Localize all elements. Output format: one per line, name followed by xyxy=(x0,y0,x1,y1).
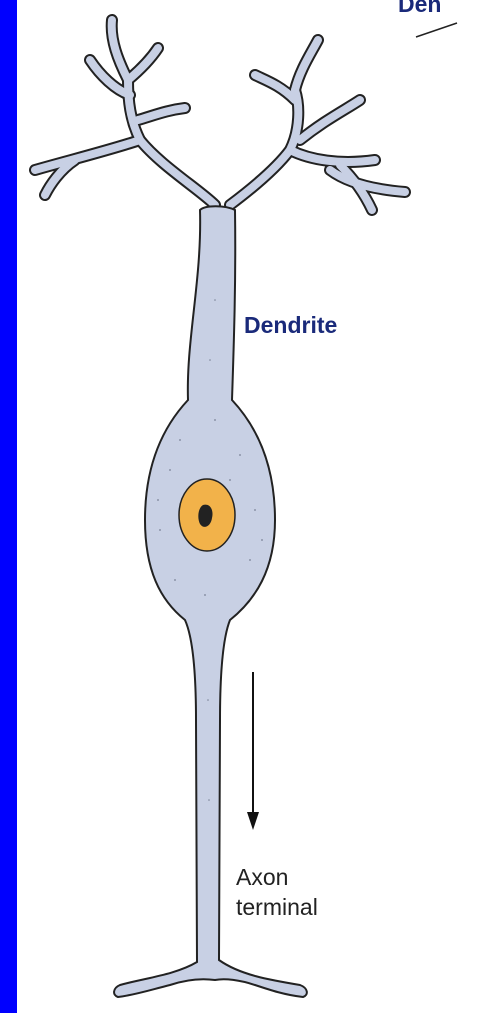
dendrite-label: Dendrite xyxy=(244,312,337,339)
axon-terminal-label: Axon terminal xyxy=(236,862,318,922)
top-label-cutoff: Den xyxy=(398,0,441,18)
axon-terminal-label-line2: terminal xyxy=(236,892,318,922)
axon-terminal-label-line1: Axon xyxy=(236,862,318,892)
